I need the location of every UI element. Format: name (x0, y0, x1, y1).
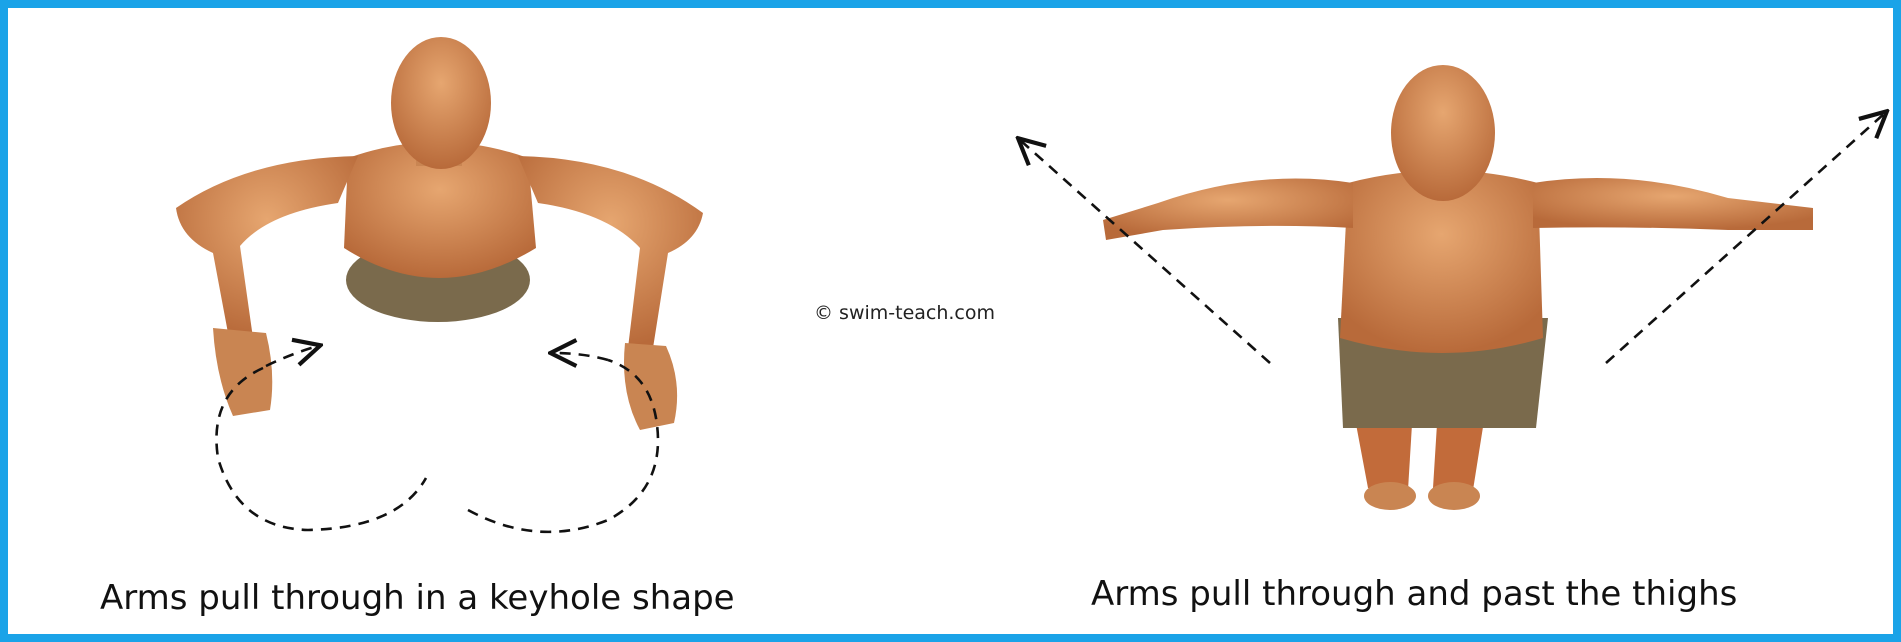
arm-left-right (1103, 179, 1353, 241)
hand-left-left (213, 328, 272, 416)
arm-right-left (518, 156, 703, 348)
arm-left-left (176, 156, 358, 338)
diagonal-arrow-right (1606, 113, 1885, 363)
keyhole-arrow-right (553, 353, 608, 360)
foot-right-right (1428, 482, 1480, 510)
swimmer-right-figure (1103, 65, 1813, 510)
diagonal-arrow-left (1020, 140, 1270, 363)
head-right (1391, 65, 1495, 201)
caption-keyhole: Arms pull through in a keyhole shape (100, 578, 735, 618)
hand-right-left (624, 343, 677, 430)
keyhole-arrow-left (266, 346, 318, 366)
head-left (391, 37, 491, 169)
foot-left-right (1364, 482, 1416, 510)
arm-right-right (1533, 178, 1813, 230)
keyhole-path-left (216, 346, 658, 532)
copyright-credit: © swim-teach.com (814, 302, 995, 324)
caption-past-thighs: Arms pull through and past the thighs (1091, 574, 1737, 614)
